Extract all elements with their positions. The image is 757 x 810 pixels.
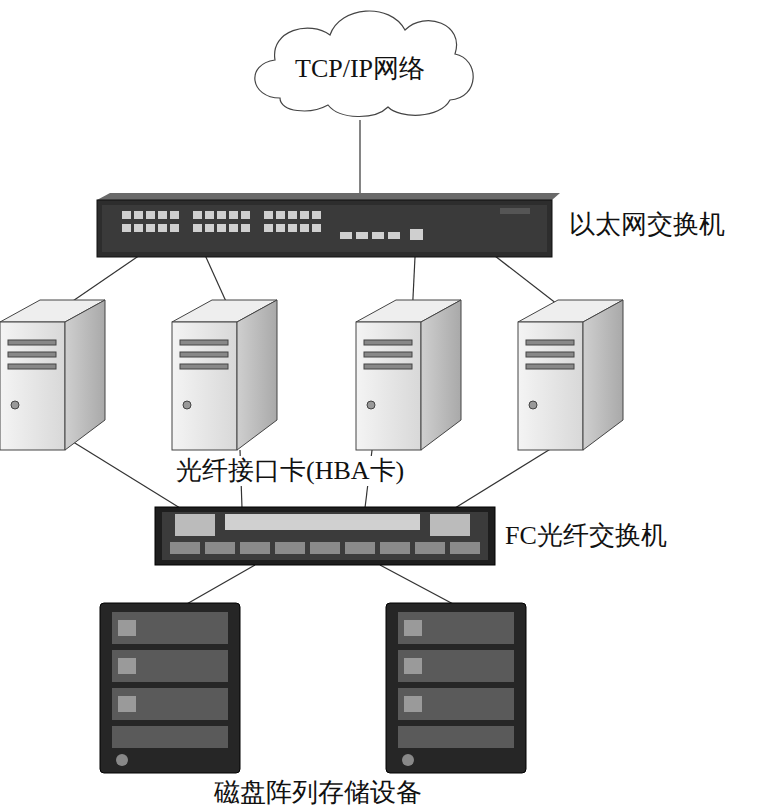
ethernet-switch: 以太网交换机	[97, 193, 747, 257]
fiber-wires	[70, 440, 565, 605]
node-label: TCP/IP网络	[295, 54, 425, 84]
connector-line	[359, 120, 360, 193]
ethernet-wires	[48, 255, 575, 328]
ethernet-switch-device	[97, 193, 560, 257]
disk-array-devices	[100, 603, 526, 773]
node-label: 以太网交换机	[569, 210, 725, 240]
server-towers	[0, 300, 623, 450]
node-label: FC光纤交换机	[505, 521, 667, 551]
fc-switch: FC光纤交换机	[155, 507, 710, 565]
connector	[360, 120, 361, 193]
storage-label: 磁盘阵列存储设备	[211, 778, 425, 808]
hba-label: 光纤接口卡(HBA卡)	[173, 456, 407, 486]
fc-switch-device	[155, 507, 495, 565]
network-cloud: TCP/IP网络	[240, 2, 480, 120]
